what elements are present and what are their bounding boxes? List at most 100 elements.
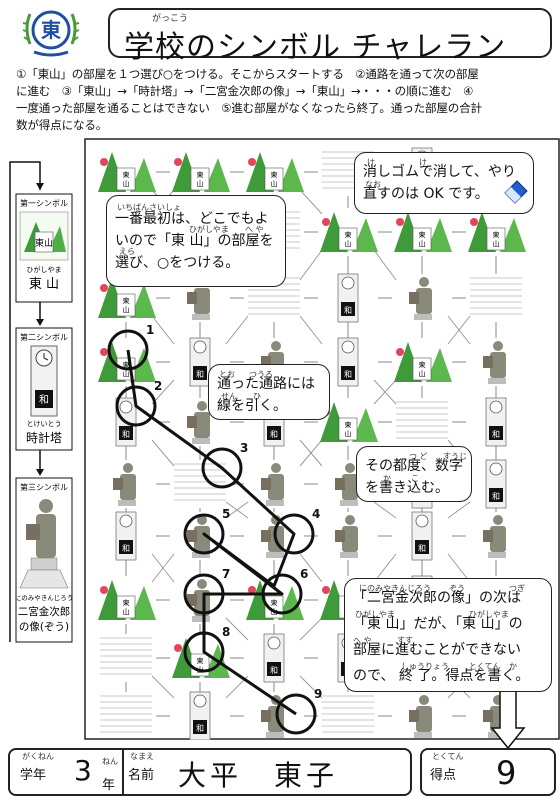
room-statue[interactable] bbox=[113, 463, 136, 506]
room-statue[interactable] bbox=[187, 579, 210, 622]
svg-text:和: 和 bbox=[196, 724, 204, 733]
room-statue[interactable] bbox=[483, 515, 506, 558]
ruby: つうろ bbox=[249, 370, 273, 379]
third-symbol-name: 二宮金次郎 bbox=[18, 605, 71, 618]
visited-room-circle bbox=[261, 573, 303, 615]
school-emblem: 東 bbox=[20, 4, 82, 58]
room-east-mountain[interactable]: 東山 bbox=[394, 212, 452, 252]
corridor bbox=[373, 379, 397, 405]
callout-line: 一番最初は、どこでもよ bbox=[115, 211, 269, 227]
room-clock-tower[interactable]: 和 bbox=[115, 511, 137, 561]
room-statue[interactable] bbox=[261, 463, 284, 506]
room-statue[interactable] bbox=[335, 515, 358, 558]
room-statue[interactable] bbox=[483, 341, 506, 384]
step-number: 7 bbox=[222, 567, 230, 581]
first-symbol-label: 第一シンボル bbox=[20, 198, 68, 208]
room-statue[interactable] bbox=[335, 463, 358, 506]
room-clock-tower[interactable]: 和 bbox=[263, 633, 285, 683]
room-clock-tower[interactable]: 和 bbox=[189, 691, 211, 741]
ruby: か bbox=[509, 662, 517, 671]
score-label: 得点 bbox=[430, 768, 457, 783]
room-blank[interactable] bbox=[100, 637, 152, 675]
room-east-mountain[interactable]: 東山 bbox=[320, 212, 378, 252]
room-east-mountain[interactable]: 東山 bbox=[468, 212, 526, 252]
room-east-mountain[interactable]: 東山 bbox=[172, 152, 230, 192]
callout-line: 直すのは OK です。 bbox=[363, 186, 489, 202]
callout-line: 線を引く。 bbox=[217, 398, 287, 414]
svg-text:東: 東 bbox=[123, 598, 130, 607]
page-title: 学校のシンボル チャレラン bbox=[124, 30, 507, 65]
room-east-mountain[interactable]: 東山 bbox=[98, 278, 156, 318]
room-east-mountain[interactable]: 東山 bbox=[246, 152, 304, 192]
ruby: すす bbox=[397, 636, 413, 645]
room-clock-tower[interactable]: 和 bbox=[411, 511, 433, 561]
symbol-order-panel: 第一シンボル 東山 ひがしやま 東 山 第二シンボル 和 とけいとう 時計塔 第… bbox=[4, 152, 80, 648]
room-east-mountain[interactable]: 東山 bbox=[98, 152, 156, 192]
room-blank[interactable] bbox=[470, 277, 522, 315]
score-value[interactable]: 9 bbox=[496, 754, 517, 792]
ruby: すうじ bbox=[443, 452, 467, 461]
room-clock-tower[interactable]: 和 bbox=[485, 397, 507, 447]
rules-text: ①「東山」の部屋を１つ選び○をつける。そこからスタートする ②通路を通って次の部… bbox=[16, 66, 552, 134]
corridor bbox=[151, 553, 175, 583]
callout-line: いので「東 山」の部屋を bbox=[115, 233, 274, 249]
corridor bbox=[299, 249, 323, 281]
visited-room-circle bbox=[273, 513, 315, 555]
corridor bbox=[447, 553, 471, 583]
name-label: 名前 bbox=[128, 768, 155, 783]
corridor bbox=[225, 617, 249, 641]
callout-write-number: その都度、数字 を書き込む。 つ ど すうじ か こ bbox=[356, 446, 472, 502]
grade-unit: 年 bbox=[102, 778, 116, 793]
grade-value[interactable]: 3 bbox=[74, 754, 92, 787]
name-value[interactable]: 大平 東子 bbox=[178, 759, 339, 792]
room-clock-tower[interactable]: 和 bbox=[189, 337, 211, 387]
svg-text:山: 山 bbox=[345, 239, 352, 248]
svg-text:山: 山 bbox=[123, 369, 130, 378]
title-box: がっこう 学校のシンボル チャレラン bbox=[108, 8, 552, 65]
svg-text:東: 東 bbox=[271, 598, 278, 607]
svg-text:東: 東 bbox=[493, 230, 500, 239]
svg-text:和: 和 bbox=[270, 430, 278, 439]
svg-text:山: 山 bbox=[271, 179, 278, 188]
corridor bbox=[373, 249, 397, 281]
grade-unit-ruby: ねん bbox=[102, 757, 118, 766]
svg-text:山: 山 bbox=[345, 429, 352, 438]
ruby: ぞう bbox=[449, 584, 465, 593]
svg-text:和: 和 bbox=[418, 544, 426, 553]
ruby: とくてん bbox=[469, 662, 501, 671]
ruby: つぎ bbox=[509, 584, 525, 593]
rules-line: ①「東山」の部屋を１つ選び○をつける。そこからスタートする ②通路を通って次の部… bbox=[16, 67, 479, 81]
visited-room-circle bbox=[275, 693, 317, 735]
callout-line: 「東 山」だが、「東 山」の bbox=[353, 616, 523, 632]
svg-text:東: 東 bbox=[271, 170, 278, 179]
corridor bbox=[225, 501, 249, 519]
svg-text:山: 山 bbox=[419, 239, 426, 248]
ruby: へ や bbox=[353, 636, 372, 645]
step-number: 9 bbox=[314, 687, 322, 701]
callout-line: ので、 終 了。得点を書く。 bbox=[353, 668, 530, 684]
third-symbol-ruby: にのみやきんじろう bbox=[15, 594, 74, 602]
corridor bbox=[373, 501, 397, 519]
ruby: へ や bbox=[245, 225, 264, 234]
room-blank[interactable] bbox=[100, 695, 152, 733]
room-statue[interactable] bbox=[409, 695, 432, 738]
room-blank[interactable] bbox=[322, 695, 374, 733]
callout-line: 部屋に進むことができない bbox=[353, 642, 521, 658]
room-east-mountain[interactable]: 東山 bbox=[394, 342, 452, 382]
ruby: しゅうりょう bbox=[401, 662, 449, 671]
callout-line: 「二宮金次郎の像」の次は bbox=[353, 590, 521, 606]
room-blank[interactable] bbox=[396, 401, 448, 439]
room-clock-tower[interactable]: 和 bbox=[337, 273, 359, 323]
room-clock-tower[interactable]: 和 bbox=[485, 459, 507, 509]
room-statue[interactable] bbox=[409, 277, 432, 320]
room-clock-tower[interactable]: 和 bbox=[337, 337, 359, 387]
callout-first-step: 一番最初は、どこでもよ いので「東 山」の部屋を 選び、○をつける。 いちばんさ… bbox=[106, 195, 286, 287]
drawn-route-line bbox=[126, 349, 297, 716]
divider bbox=[122, 750, 124, 794]
room-statue[interactable] bbox=[187, 515, 210, 558]
corridor bbox=[151, 439, 175, 467]
ruby: いちばんさいしょ bbox=[117, 203, 181, 212]
room-statue[interactable] bbox=[187, 401, 210, 444]
room-east-mountain[interactable]: 東山 bbox=[98, 580, 156, 620]
svg-text:東: 東 bbox=[197, 656, 204, 665]
